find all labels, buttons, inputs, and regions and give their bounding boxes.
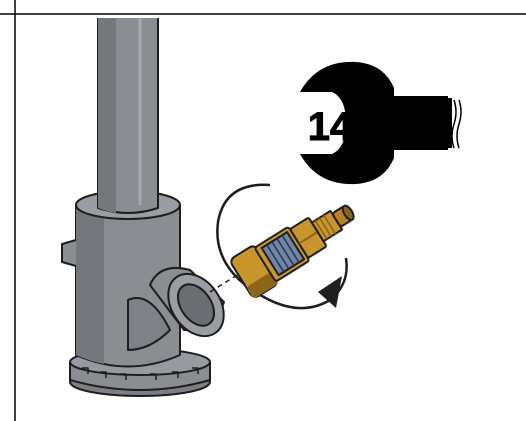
faucet-body-shade [76,205,104,364]
faucet-body [62,18,235,396]
faucet-side-lever [62,240,76,266]
open-end-wrench-icon: 14 [300,62,461,184]
wrench-handle [394,98,452,148]
wrench-break-lines [452,100,461,148]
faucet-column-shade [98,18,116,213]
wrench-size-label: 14 [308,105,353,149]
